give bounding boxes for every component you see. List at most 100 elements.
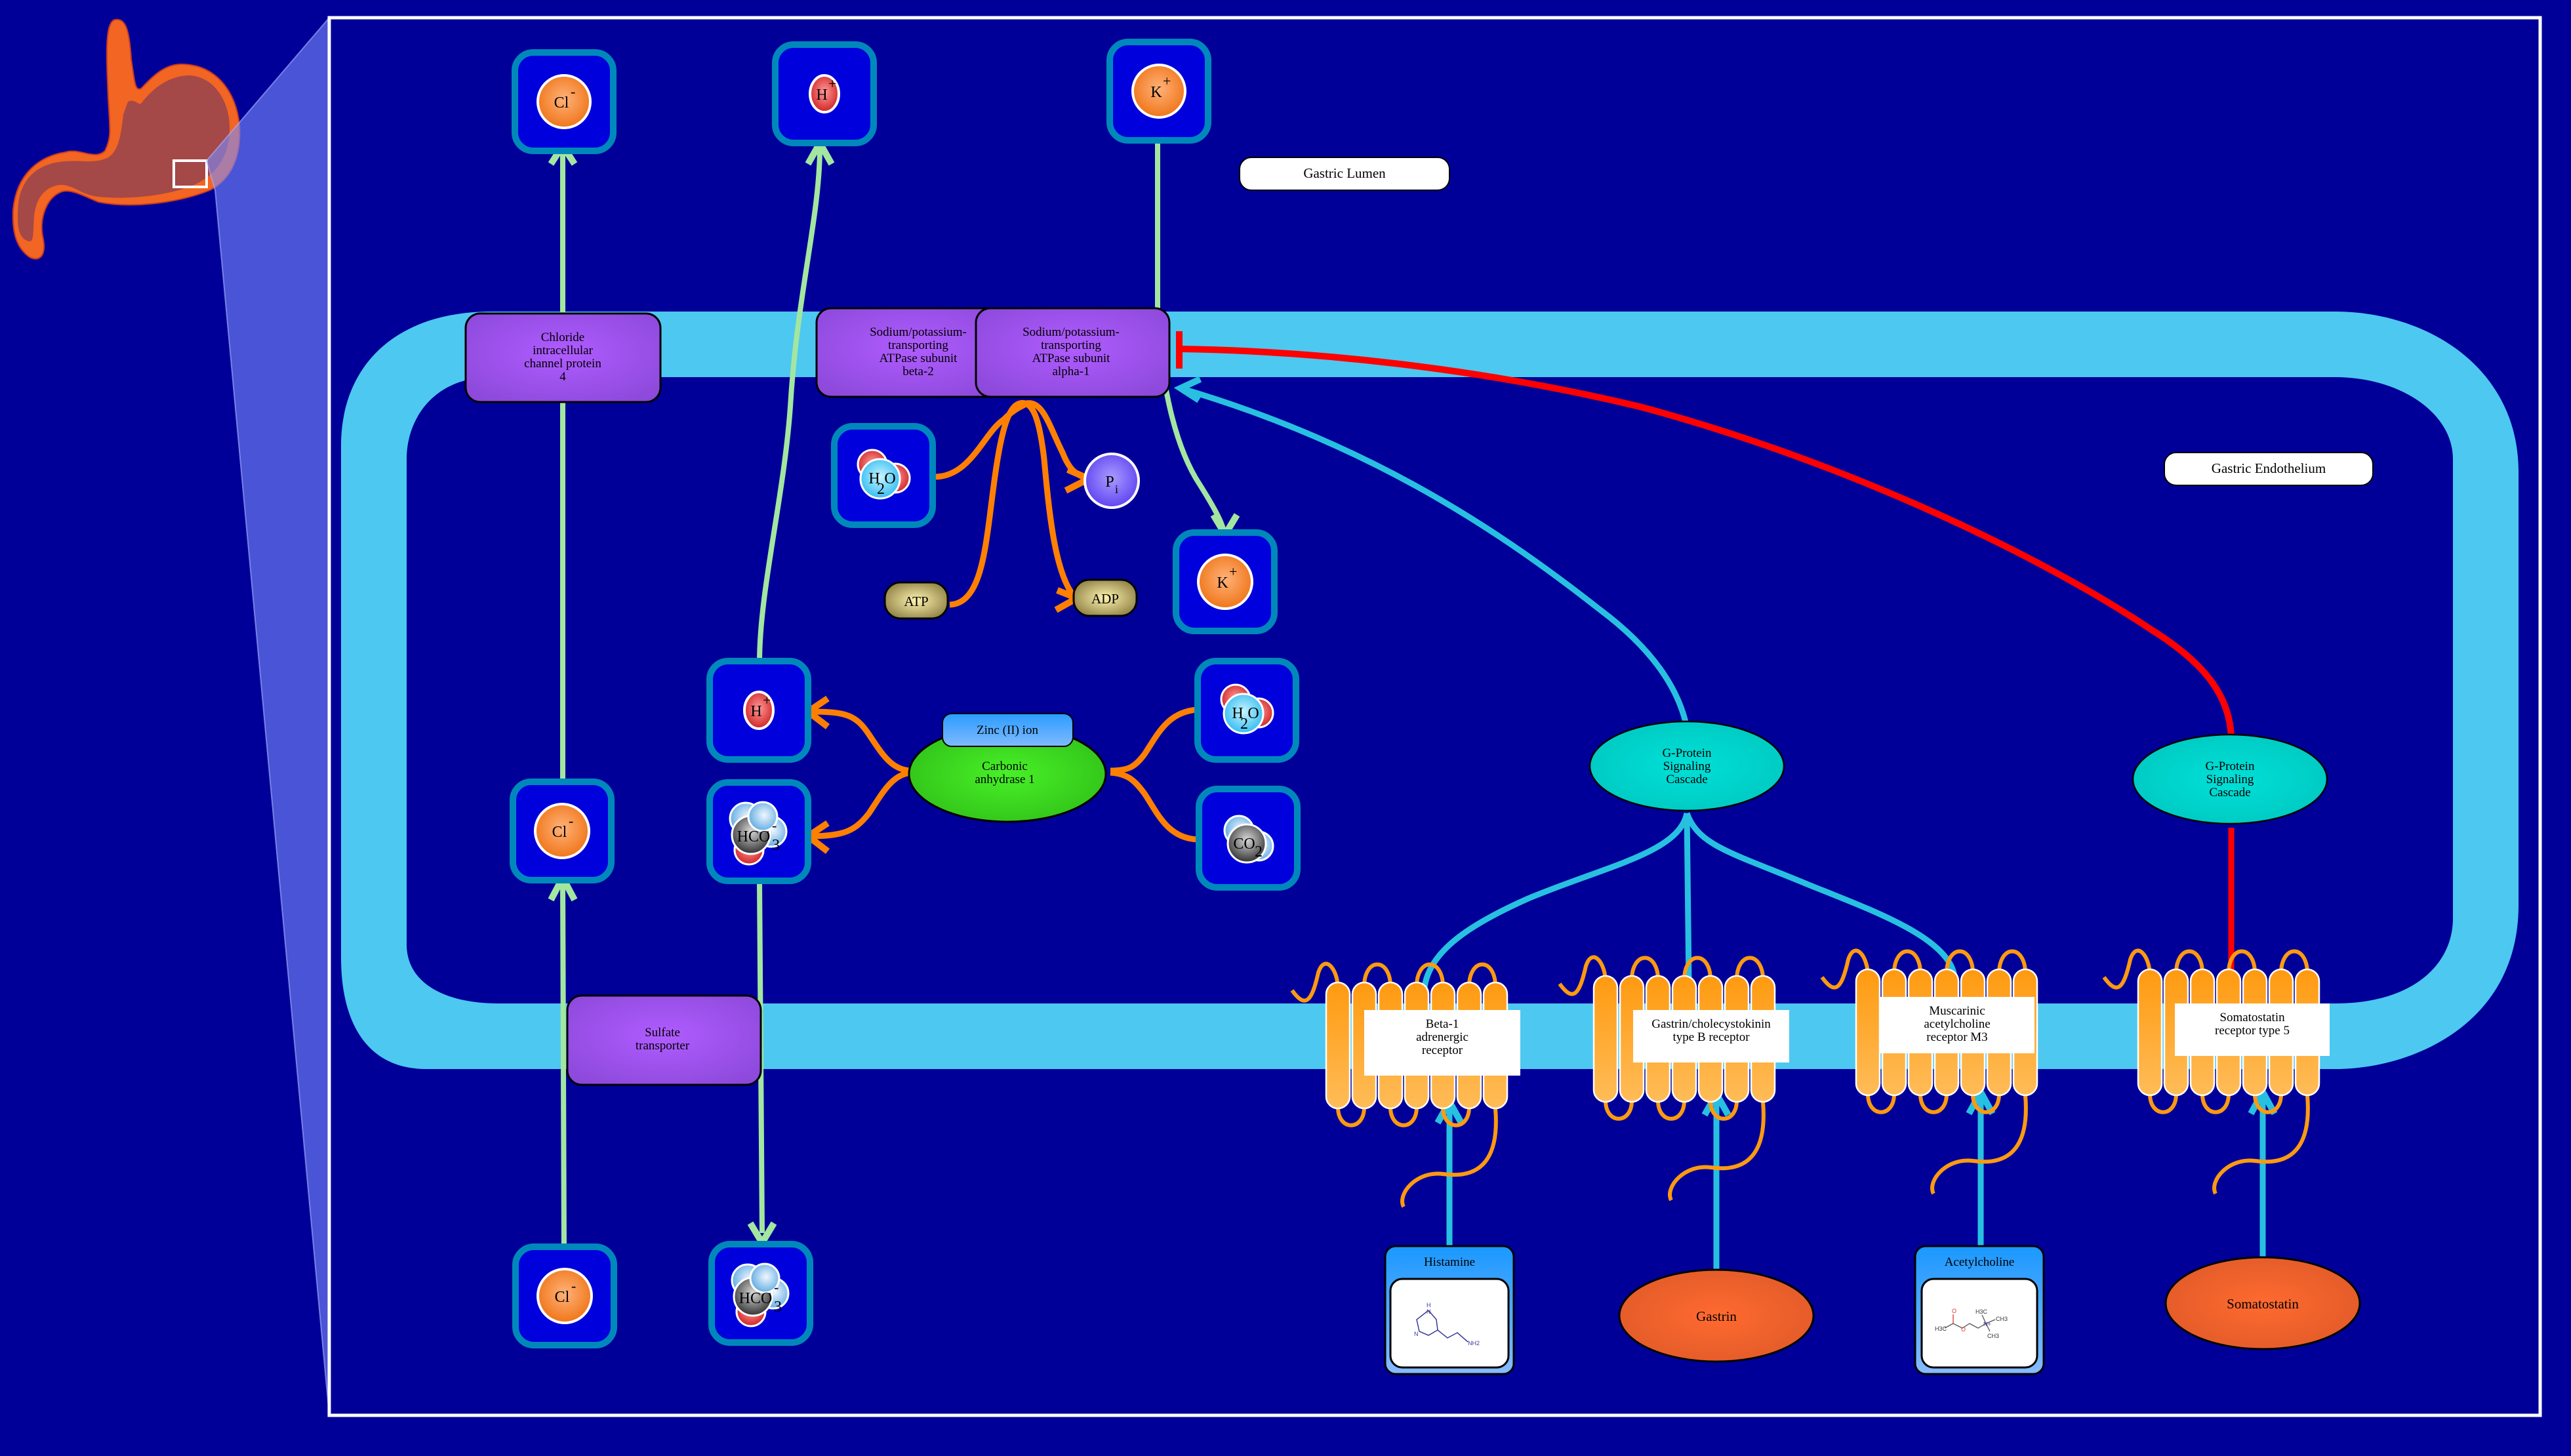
histamine-structure-icon: H N N NH2 — [1414, 1302, 1480, 1346]
adp-node[interactable]: ADP — [1072, 578, 1138, 617]
molecule-subscript: 2 — [1255, 843, 1263, 860]
transmembrane-helix-icon — [1592, 975, 1619, 1103]
cl-lumen-node[interactable]: Cl- — [512, 49, 617, 154]
activation-edge-cckb-gprotein — [1684, 813, 1692, 984]
reaction-edge-h2o — [934, 401, 1029, 480]
svg-text:H: H — [1427, 1302, 1431, 1308]
h-lumen-node[interactable]: H+ — [772, 41, 877, 146]
phosphate-node[interactable]: P i — [1083, 453, 1140, 509]
h-cytoplasm-node[interactable]: H+ — [706, 658, 811, 763]
reaction-edge-co2-ca — [1110, 769, 1198, 843]
ion-sphere-icon — [1131, 64, 1186, 119]
ion-sphere-icon — [534, 803, 590, 859]
transmembrane-helix-icon — [2137, 968, 2163, 1097]
somatostatin-ligand[interactable]: Somatostatin — [2164, 1256, 2361, 1350]
zinc-cofactor[interactable]: Zinc (II) ion — [942, 713, 1074, 747]
molecule-formula: CO — [1233, 836, 1255, 853]
ion-symbol: HCO — [739, 1290, 773, 1307]
svg-text:Gastric Lumen: Gastric Lumen — [1303, 165, 1386, 181]
ion-sphere-icon — [743, 691, 775, 730]
svg-text:Gastrin: Gastrin — [1696, 1308, 1737, 1324]
svg-text:ATP: ATP — [904, 594, 928, 609]
ion-symbol: Cl — [554, 94, 569, 111]
svg-text:N: N — [1427, 1308, 1431, 1315]
ion-charge: - — [774, 1279, 779, 1295]
arrowhead-atpase-activation — [1173, 376, 1202, 403]
h2o-carbonic-node[interactable]: H2O — [1194, 658, 1299, 763]
ion-sphere-icon — [1197, 554, 1253, 610]
cl-cytoplasm-node[interactable]: Cl- — [510, 779, 615, 883]
ion-symbol: H — [816, 87, 827, 104]
molecule-subscript: 2 — [877, 481, 885, 498]
cl-blood-node[interactable]: Cl- — [512, 1244, 617, 1348]
zoom-region-marker — [172, 159, 208, 188]
h2o-atpase-node[interactable]: H2O — [831, 423, 936, 528]
ion-symbol: K — [1150, 84, 1162, 101]
transport-edge-h — [757, 147, 822, 663]
ion-subscript: 3 — [772, 837, 780, 854]
svg-text:N: N — [1414, 1331, 1419, 1337]
ion-charge: - — [772, 817, 777, 834]
transmembrane-helix-icon — [1325, 981, 1351, 1110]
k-lumen-node[interactable]: K+ — [1106, 39, 1211, 144]
svg-text:Acetylcholine: Acetylcholine — [1945, 1255, 2015, 1269]
oxygen-atom-icon — [749, 1263, 780, 1294]
svg-text:H3C: H3C — [1975, 1308, 1988, 1315]
ion-sphere-icon — [536, 74, 592, 129]
inhibition-edge-gprotein-atpase — [1179, 346, 2235, 738]
receptor-loop — [1558, 955, 1766, 1202]
stomach-interior — [17, 75, 230, 241]
ion-charge: + — [1163, 73, 1171, 89]
transmembrane-helix-icon — [1855, 968, 1881, 1097]
ion-sphere-icon — [809, 74, 840, 113]
gastrin-ligand[interactable]: Gastrin — [1618, 1268, 1815, 1363]
reaction-edge-ca-hco3 — [809, 769, 912, 839]
water-molecule-icon — [859, 458, 901, 500]
svg-text:Gastric Endothelium: Gastric Endothelium — [2212, 460, 2326, 476]
reaction-edge-h2o-ca — [1110, 706, 1198, 774]
svg-text:P: P — [1105, 474, 1114, 491]
svg-text:CH3: CH3 — [1987, 1333, 1999, 1339]
svg-text:Histamine: Histamine — [1424, 1255, 1475, 1269]
transport-edge-cl-lower — [560, 881, 567, 1250]
k-cytoplasm-node[interactable]: K+ — [1173, 529, 1278, 634]
svg-text:N+: N+ — [1983, 1321, 1991, 1327]
receptor-loop — [1820, 948, 2028, 1195]
acetylcholine-ligand[interactable]: Acetylcholine O H3C O N+ H3C CH3 CH3 — [1914, 1245, 2045, 1375]
diagram-frame — [327, 16, 2542, 1417]
svg-text:H3C: H3C — [1935, 1325, 1947, 1332]
activation-edge-gprotein-atpase — [1179, 385, 1690, 729]
svg-text:i: i — [1115, 483, 1118, 496]
svg-text:O: O — [1952, 1308, 1956, 1314]
ion-symbol: K — [1217, 575, 1228, 592]
molecule-formula: H — [1232, 705, 1243, 722]
receptor-label-box — [1633, 1010, 1789, 1062]
atp-node[interactable]: ATP — [883, 581, 949, 620]
svg-text:Zinc (II) ion: Zinc (II) ion — [977, 723, 1038, 737]
activation-edge-m3-gprotein — [1684, 812, 1958, 977]
histamine-ligand[interactable]: Histamine H N N NH2 — [1384, 1245, 1515, 1375]
svg-text:CH3: CH3 — [1996, 1316, 2008, 1322]
receptor-loop — [2102, 948, 2310, 1195]
